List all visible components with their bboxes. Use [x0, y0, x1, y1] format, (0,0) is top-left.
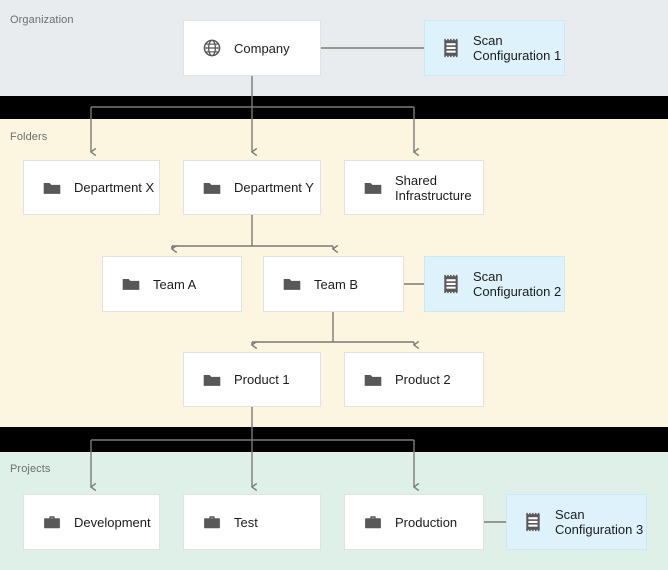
folder-icon — [364, 182, 382, 194]
node-label: Test — [234, 514, 258, 530]
node-label: Team A — [153, 276, 197, 292]
node-label: Department Y — [234, 180, 314, 195]
folder-icon — [364, 374, 382, 386]
node-label: Scan Configuration 3 — [555, 507, 644, 537]
node-product-2[interactable]: Product 2 — [344, 352, 484, 407]
section-band-organization — [0, 0, 668, 96]
scan-config-icon — [526, 512, 540, 532]
node-label: Production — [395, 514, 458, 530]
node-test[interactable]: Test — [183, 494, 321, 550]
node-development[interactable]: Development — [23, 494, 160, 550]
node-department-y[interactable]: Department Y — [183, 160, 321, 215]
briefcase-icon — [365, 516, 381, 529]
folder-icon — [43, 182, 61, 194]
node-label: Scan Configuration 2 — [473, 269, 562, 299]
node-label: Development — [74, 514, 151, 530]
globe-icon — [203, 39, 221, 57]
briefcase-icon — [44, 516, 60, 529]
node-team-b[interactable]: Team B — [263, 256, 404, 312]
scan-config-icon — [444, 38, 458, 58]
node-scan-configuration-1[interactable]: Scan Configuration 1 — [424, 20, 565, 76]
node-scan-configuration-2[interactable]: Scan Configuration 2 — [424, 256, 565, 312]
section-label-projects: Projects — [10, 463, 51, 475]
node-label: Team B — [314, 276, 359, 292]
node-shared-infrastructure[interactable]: Shared Infrastructure — [344, 160, 484, 215]
node-team-a[interactable]: Team A — [102, 256, 242, 312]
node-label: Scan Configuration 1 — [473, 33, 562, 63]
folder-icon — [122, 279, 140, 290]
folder-icon — [283, 279, 301, 290]
folder-icon — [203, 182, 221, 194]
briefcase-icon — [204, 516, 220, 529]
node-company[interactable]: Company — [183, 20, 321, 76]
scan-config-icon — [444, 274, 458, 294]
section-label-organization: Organization — [10, 14, 74, 26]
node-department-x[interactable]: Department X — [23, 160, 160, 215]
node-label: Product 2 — [395, 372, 451, 387]
node-label: Company — [234, 40, 290, 56]
folder-icon — [203, 374, 221, 386]
node-scan-configuration-3[interactable]: Scan Configuration 3 — [506, 494, 647, 550]
node-label: Shared Infrastructure — [395, 172, 472, 203]
node-label: Product 1 — [234, 372, 290, 387]
node-label: Department X — [74, 180, 155, 195]
node-product-1[interactable]: Product 1 — [183, 352, 321, 407]
section-label-folders: Folders — [10, 131, 48, 143]
node-production[interactable]: Production — [344, 494, 484, 550]
